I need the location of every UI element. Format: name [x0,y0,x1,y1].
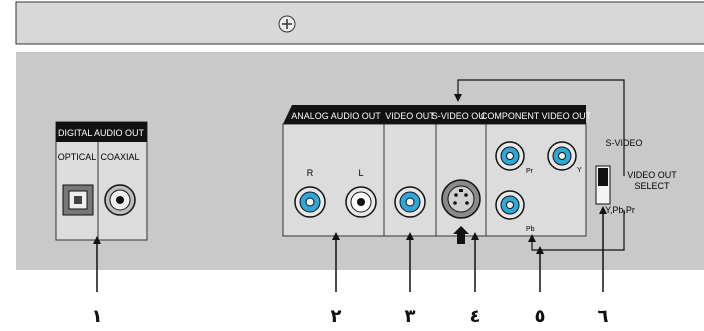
coaxial-port [104,184,136,216]
pb-label: Pb [526,226,535,233]
callout-2: ٢ [331,306,342,327]
analog-right-port [294,186,326,218]
callout-6: ٦ [598,306,609,327]
video-out-panel [383,123,437,237]
top-strip [15,1,704,45]
left-channel-label: L [358,168,363,178]
component-indicator-line [531,210,625,251]
video-out-port [394,186,426,218]
video-out-label: VIDEO OUT [385,111,435,121]
s-video-arrow-icon [453,226,469,244]
analog-audio-out-label: ANALOG AUDIO OUT [291,111,381,121]
ypbpr-switch-label: Y,Pb,Pr [605,205,635,215]
component-y-port [547,141,577,171]
component-pb-port [495,190,525,220]
component-pr-port [495,141,525,171]
component-video-panel [485,123,587,237]
callout-3: ٣ [405,306,416,327]
s-video-indicator-line [457,79,625,176]
digital-audio-out-label: DIGITAL AUDIO OUT [58,128,145,138]
y-label: Y [577,167,582,174]
coaxial-label: COAXIAL [100,152,139,162]
right-channel-label: R [307,168,314,178]
analog-left-port [345,186,377,218]
analog-audio-panel [282,123,385,237]
callout-5: ٥ [535,306,546,327]
component-video-out-label: COMPONENT VIDEO OUT [481,111,592,121]
video-out-select-label-1: VIDEO OUT [627,170,677,180]
s-video-out-label: S-VIDEO OUT [432,111,491,121]
s-video-port [441,179,481,219]
video-out-select-label-2: SELECT [634,181,670,191]
s-video-switch-label: S-VIDEO [605,138,642,148]
callout-1: ١ [92,306,103,327]
pr-label: Pr [526,168,534,175]
optical-label: OPTICAL [58,152,97,162]
callout-4: ٤ [470,306,481,327]
